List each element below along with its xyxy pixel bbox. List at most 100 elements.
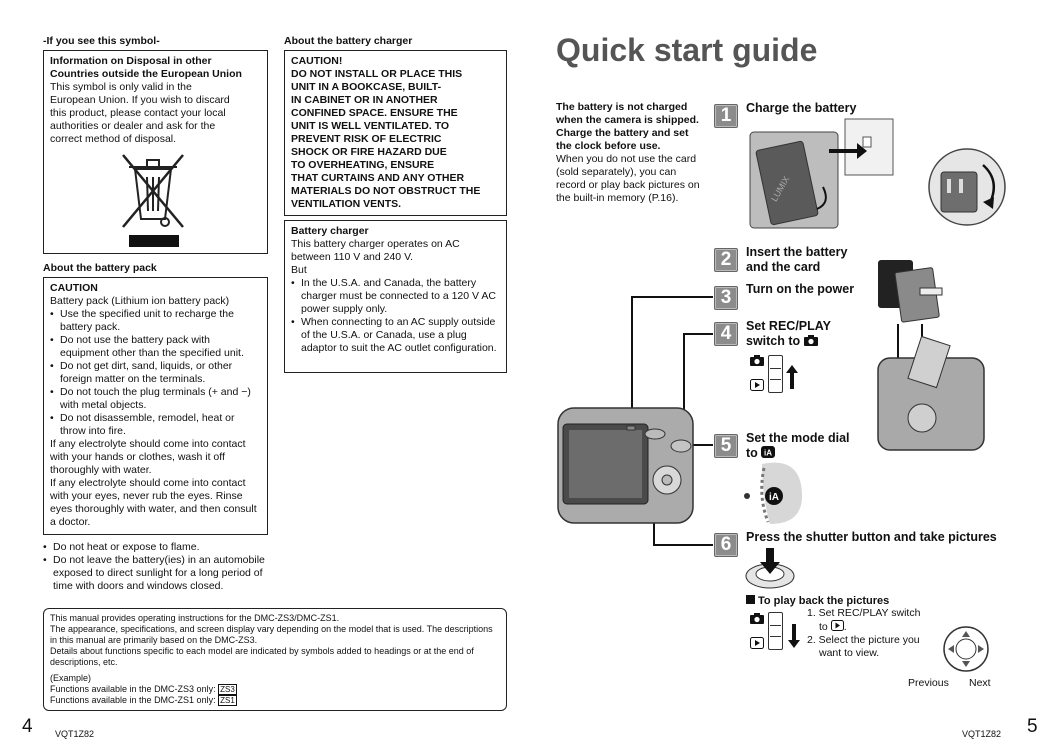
step-title-5b: to iA (746, 446, 776, 461)
connector-line (683, 333, 685, 463)
connector-line (688, 444, 713, 446)
battery-extra-bullet: Do not leave the battery(ies) in an auto… (43, 554, 268, 593)
previous-label: Previous (908, 677, 949, 689)
play-icon (830, 620, 844, 631)
battery-caution: CAUTION (50, 282, 98, 294)
playback-step-1: 1. Set REC/PLAY switch (807, 607, 921, 619)
playback-step-1b: to . (819, 620, 847, 633)
caution-line: SHOCK OR FIRE HAZARD DUE (291, 146, 447, 158)
intro-bold: The battery is not charged when the came… (556, 101, 699, 152)
intro-block: The battery is not charged when the came… (556, 101, 706, 205)
battery-bullet: Use the specified unit to recharge the b… (50, 308, 261, 334)
caution-line: UNIT IS WELL VENTILATED. TO (291, 120, 450, 132)
playback-step-1b-text: to (819, 621, 828, 633)
step-title-4b-text: switch to (746, 334, 801, 348)
battery-bullet: Do not get dirt, sand, liquids, or other… (50, 360, 261, 386)
step-title-6: Press the shutter button and take pictur… (746, 530, 997, 544)
step-title-1: Charge the battery (746, 101, 857, 115)
play-icon (750, 379, 764, 391)
ia-icon-label: iA (764, 449, 772, 458)
playback-step-2b: want to view. (819, 647, 880, 659)
battery-extra-bullets: Do not heat or expose to flame. Do not l… (43, 541, 268, 593)
note-example: (Example) (50, 673, 92, 683)
symbol-heading: -If you see this symbol- (43, 35, 160, 47)
disposal-title-2: Countries outside the European Union (50, 68, 242, 80)
arrow-down-icon (788, 624, 800, 648)
note-line: The appearance, specifications, and scre… (50, 624, 493, 645)
battery-intro: Battery pack (Lithium ion battery pack) (50, 295, 230, 307)
charger-bullet: When connecting to an AC supply outside … (291, 316, 500, 355)
battery-bullet: Do not touch the plug terminals (+ and −… (50, 386, 261, 412)
caution-line: THAT CURTAINS AND ANY OTHER (291, 172, 465, 184)
disposal-line-2: European Union. If you wish to discard (50, 94, 230, 106)
page-number-left: 4 (22, 716, 33, 737)
step-title-5a: Set the mode dial (746, 431, 850, 445)
switch-body (768, 612, 783, 650)
charger-illustration: LUMIX (749, 118, 1006, 229)
connector-line (631, 296, 713, 298)
caution-line: MATERIALS DO NOT OBSTRUCT THE (291, 185, 481, 197)
charger-box: Battery charger This battery charger ope… (284, 220, 507, 373)
battery-bullet: Do not disassemble, remodel, heat or thr… (50, 412, 261, 438)
step-title-4a: Set REC/PLAY (746, 319, 831, 333)
caution-line: CAUTION! (291, 55, 343, 67)
disposal-title-1: Information on Disposal in other (50, 55, 212, 67)
camera-icon (750, 355, 764, 366)
arrow-up-icon (786, 365, 798, 389)
manual-note-box: This manual provides operating instructi… (43, 608, 507, 711)
step-number-3: 3 (714, 286, 738, 310)
connector-line (631, 296, 633, 432)
insert-battery-illustration (877, 260, 985, 451)
charger-line: between 110 V and 240 V. (291, 251, 414, 263)
shutter-button-illustration (745, 548, 795, 589)
disposal-line-1: This symbol is only valid in the (50, 81, 192, 93)
note-zs1-text: Functions available in the DMC-ZS1 only: (50, 695, 216, 705)
note-line: This manual provides operating instructi… (50, 613, 340, 623)
camera-icon (803, 335, 818, 346)
section-marker-icon (746, 595, 755, 604)
footer-code-left: VQT1Z82 (55, 729, 95, 739)
page-title: Quick start guide (556, 32, 818, 68)
step-title-3: Turn on the power (746, 282, 855, 296)
page-number-right: 5 (1027, 716, 1038, 737)
disposal-line-3: this product, please contact your local (50, 107, 226, 119)
ia-dial-label: iA (769, 492, 779, 503)
crossed-bin-icon (122, 154, 184, 247)
playback-title: To play back the pictures (758, 595, 890, 607)
caution-line: DO NOT INSTALL OR PLACE THIS (291, 68, 463, 80)
caution-line: TO OVERHEATING, ENSURE (291, 159, 435, 171)
step-title-2b: and the card (746, 260, 821, 274)
charger-title: Battery charger (291, 225, 369, 237)
cursor-button-icon (943, 626, 989, 672)
battery-pack-heading: About the battery pack (43, 262, 157, 274)
next-label: Next (969, 677, 991, 689)
charger-line: But (291, 264, 307, 276)
charger-line: This battery charger operates on AC (291, 238, 460, 250)
mode-dial-illustration: iA (744, 462, 802, 524)
battery-bullet: Do not use the battery pack with equipme… (50, 334, 261, 360)
disposal-line-4: authorities or dealer and ask for the (50, 120, 216, 132)
note-line: Details about functions specific to each… (50, 646, 474, 667)
intro-text: When you do not use the card (sold separ… (556, 153, 700, 204)
camera-icon (750, 613, 764, 624)
caution-line: UNIT IN A BOOKCASE, BUILT- (291, 81, 442, 93)
connector-line (683, 333, 713, 335)
caution-line: PREVENT RISK OF ELECTRIC (291, 133, 442, 145)
step-number-1: 1 (714, 104, 738, 128)
battery-extra-bullet: Do not heat or expose to flame. (43, 541, 268, 554)
step-number-6: 6 (714, 533, 738, 557)
step-number-5: 5 (714, 434, 738, 458)
switch-body (768, 355, 783, 393)
charger-bullet: In the U.S.A. and Canada, the battery ch… (291, 277, 500, 316)
electrolyte-hands: If any electrolyte should come into cont… (50, 438, 246, 476)
zs1-tag: ZS1 (218, 695, 237, 706)
playback-title-row: To play back the pictures (746, 595, 889, 608)
playback-step-2: 2. Select the picture you (807, 634, 920, 646)
step-number-4: 4 (714, 322, 738, 346)
intelligent-auto-icon: iA (761, 446, 776, 458)
connector-line (653, 544, 713, 546)
note-zs3-text: Functions available in the DMC-ZS3 only: (50, 684, 216, 694)
disposal-line-5: correct method of disposal. (50, 133, 177, 145)
battery-pack-box: CAUTION Battery pack (Lithium ion batter… (43, 277, 268, 535)
step-title-5b-text: to (746, 446, 758, 460)
